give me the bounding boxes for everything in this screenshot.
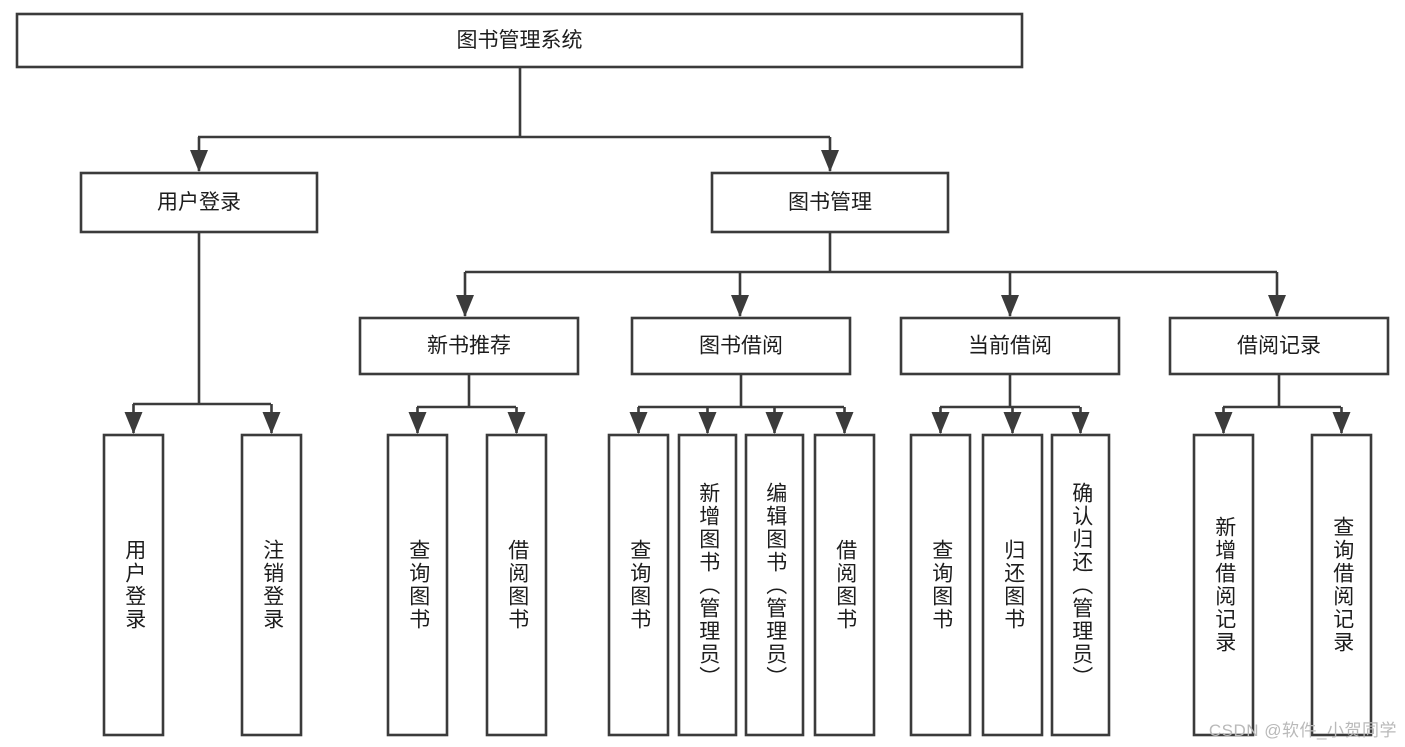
boxes-layer	[15, 12, 1390, 737]
node-box-leaf-query-book-1[interactable]	[386, 433, 449, 737]
arrow-head-icon	[408, 412, 427, 434]
arrow-head-icon	[821, 150, 839, 172]
arrow-head-icon	[629, 412, 648, 434]
node-box-leaf-add-book[interactable]	[677, 433, 738, 737]
node-box-current-borrow[interactable]	[899, 316, 1121, 376]
arrow-head-icon	[835, 412, 854, 434]
node-box-book-borrow[interactable]	[630, 316, 852, 376]
arrow-head-icon	[124, 412, 143, 434]
node-box-leaf-return-book[interactable]	[981, 433, 1044, 737]
arrow-head-icon	[1001, 295, 1019, 317]
arrow-head-icon	[262, 412, 281, 434]
arrow-head-icon	[1003, 412, 1022, 434]
arrow-head-icon	[1071, 412, 1090, 434]
node-box-leaf-query-record[interactable]	[1310, 433, 1373, 737]
node-box-leaf-add-record[interactable]	[1192, 433, 1255, 737]
edges-layer	[124, 67, 1351, 434]
node-label-borrow-record: 借阅记录	[1237, 335, 1321, 358]
node-label-root: 图书管理系统	[457, 29, 583, 52]
node-label-current-borrow: 当前借阅	[968, 335, 1052, 358]
node-box-new-book-recommend[interactable]	[358, 316, 580, 376]
node-box-borrow-record[interactable]	[1168, 316, 1390, 376]
node-box-leaf-query-book-3[interactable]	[909, 433, 972, 737]
node-label-new-book-recommend: 新书推荐	[427, 335, 511, 358]
arrow-head-icon	[507, 412, 526, 434]
node-box-root[interactable]	[15, 12, 1024, 69]
arrow-head-icon	[1214, 412, 1233, 434]
arrow-head-icon	[1268, 295, 1286, 317]
node-box-leaf-user-login[interactable]	[102, 433, 165, 737]
node-label-book-borrow: 图书借阅	[699, 335, 783, 358]
watermark: CSDN @软件_小贺同学	[1208, 721, 1397, 740]
arrow-head-icon	[931, 412, 950, 434]
arrow-head-icon	[1332, 412, 1351, 434]
node-box-book-manage[interactable]	[710, 171, 950, 234]
node-box-leaf-query-book-2[interactable]	[607, 433, 670, 737]
node-box-leaf-confirm-return[interactable]	[1050, 433, 1111, 737]
arrow-head-icon	[698, 412, 717, 434]
node-box-leaf-edit-book[interactable]	[744, 433, 805, 737]
node-box-leaf-borrow-book-2[interactable]	[813, 433, 876, 737]
arrow-head-icon	[456, 295, 474, 317]
node-label-book-manage: 图书管理	[788, 191, 872, 214]
node-label-user-login: 用户登录	[157, 191, 241, 214]
node-box-leaf-borrow-book-1[interactable]	[485, 433, 548, 737]
arrow-head-icon	[190, 150, 208, 172]
arrow-head-icon	[765, 412, 784, 434]
node-box-user-login[interactable]	[79, 171, 319, 234]
node-box-leaf-logout[interactable]	[240, 433, 303, 737]
arrow-head-icon	[731, 295, 749, 317]
